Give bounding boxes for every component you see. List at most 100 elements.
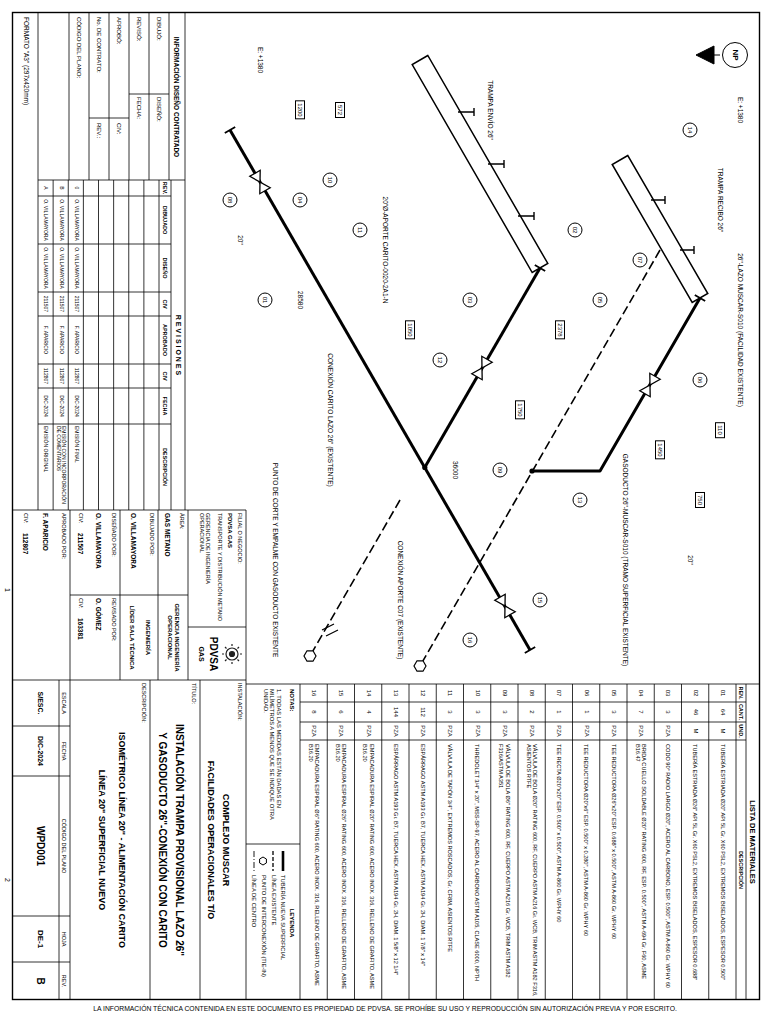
table-cell: DISEÑO [159,244,170,292]
callout-number-text: 15 [537,597,543,604]
pipe-label: 2 [3,877,11,883]
callout-number: 12 [433,353,448,368]
table-cell: 03 [654,684,681,702]
pdvsa-logo [226,648,238,660]
table-grid [12,12,760,1000]
table-cell: CANT. [736,702,746,722]
dimension-box-text: 2378 [557,323,563,336]
callout-number: 09 [493,463,508,478]
tie-in-symbol [304,651,316,661]
dimension-box-text: 110 [717,425,723,435]
table-cell: No. DE CONTRATO: [91,16,107,116]
table-cell: 6 [327,702,354,722]
callout-number: 04 [293,193,308,208]
legend-symbol [273,851,274,871]
table-cell: 3 [491,702,518,722]
pdvsa-logo [222,644,242,664]
table-grid [59,680,200,1000]
table-cell: 14 [355,684,382,702]
table-cell: F. APARICIO [68,317,83,363]
pig-trap [612,156,708,303]
north-arrow [696,46,714,64]
table-cell: 112807 [38,365,53,387]
table-cell: 05 [600,684,627,702]
callout-number-text: 03 [467,297,473,304]
pipe-label: 36000 [451,460,458,480]
table-cell: GAS METANO [161,512,174,592]
table-cell: ISOMÉTRICO LÍNEA 20" - ALIMENTACIÓN CARI… [114,682,130,998]
callout-number: 02 [568,223,583,238]
legend-symbol [279,850,287,872]
callout-number-text: 02 [572,227,578,234]
table-cell: NOTAS: [288,688,296,838]
legend-symbol [259,850,267,872]
table-cell: PZA [300,722,327,740]
dimension-box: 110 [715,422,725,438]
table-grid [12,726,70,962]
table-cell: F. APARICIO [53,317,68,363]
table-grid [38,196,171,424]
table-grid [246,684,760,1000]
table-cell: 7 [627,702,654,722]
table-cell: O. VILLAMAYORA [53,245,68,291]
table-cell: INSTALACIÓN TRAMPA PROVISIONAL LAZO 26" [171,682,187,998]
table-cell: REVISADO POR: [109,597,118,678]
table-cell: M [682,722,709,740]
legend-text: LÍNEA EXISTENTE [269,874,278,998]
table-cell: GERENCIA INGENIERÍA OPERACIONAL [160,597,186,678]
callout-number-text: 09 [497,467,503,474]
callout-number-text: 16 [467,637,473,644]
callout-number: 16 [463,633,478,648]
table-cell: 112807 [68,365,83,387]
callout-number-text: 05 [597,297,603,304]
table-cell: CODO 90° RADIO LARGO Ø20", ACERO AL CARB… [655,743,680,998]
table-cell: 112807 [53,365,68,387]
table-cell: 11 [436,684,463,702]
legend-text: LÍNEA DE CENTRO [249,874,258,998]
table-cell: REVISÓ: [131,16,147,92]
table-cell: 04 [627,684,654,702]
legend-symbol [282,851,285,871]
table-cell: DESCRIPCIÓN: [139,682,148,762]
table-cell: FECHA [59,726,69,776]
table-grid [53,180,171,510]
pipe-label: E: +1380 [736,96,743,124]
table-cell: DIC-2024 [38,389,53,423]
table-grid [12,510,246,680]
table-cell: 07 [545,684,572,702]
callout-number-text: 04 [297,197,303,204]
table-cell: BRIDA CUELLO SOLDABLE Ø20" RATING 600, R… [628,743,653,998]
table-cell: PZA [654,722,681,740]
table-cell: ESCALA [59,680,69,726]
table-cell: 3 [600,702,627,722]
table-cell: CIV: [19,512,32,530]
table-cell: LISTA DE MATERIALES [746,684,758,1000]
table-cell: O. VILLAMAYORA [68,197,83,243]
table-cell: EMPACADURA ESPIRAL Ø6" RATING 600, ACERO… [301,743,326,998]
valve-symbol [472,356,492,379]
callout-number-text: 14 [687,127,693,134]
new-pipe [532,298,700,471]
table-cell: 12 [409,684,436,702]
table-cell: F. APARICIO [39,512,52,592]
table-cell: 02 [682,684,709,702]
table-cell: INGENIERÍA [141,597,154,678]
callout-number-text: 13 [577,497,583,504]
table-cell: CÓDIGO DEL PLANO: [71,16,87,176]
table-cell: ESPÁRRAGO ASTM A193 Gr. B7, TUERCA HEX. … [383,743,408,998]
dimension-box: 750 [695,492,705,508]
table-cell: 64 [709,702,736,722]
table-cell: ESPÁRRAGO ASTM A193 Gr. B7, TUERCA HEX. … [410,743,435,998]
table-cell: CÓDIGO DEL PLANO [59,776,69,916]
table-cell: CIV [159,292,170,316]
cut-mark [322,624,338,636]
pipe-label: 20" [236,234,243,246]
callout-number-text: 11 [357,227,363,233]
tee-junction [422,465,534,474]
table-cell: DIC-2024 [68,389,83,423]
pipe-label: 20" [686,554,693,566]
dimension-box-text: 572 [337,105,343,115]
trap-nozzle [474,108,694,254]
table-cell: 211507 [38,293,53,315]
